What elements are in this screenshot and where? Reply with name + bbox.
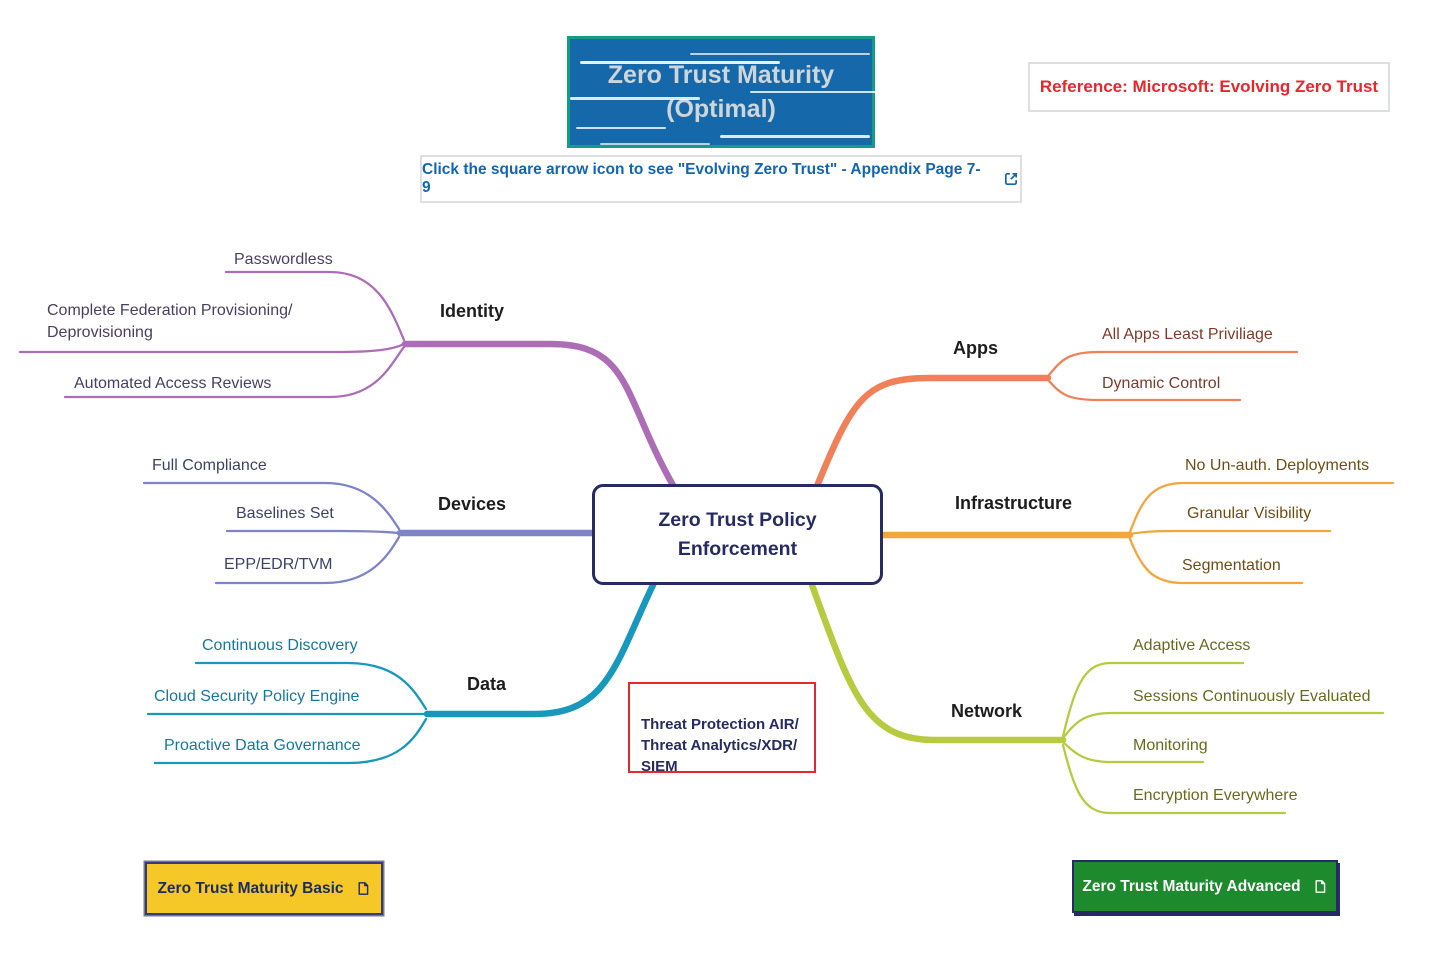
node-segmentation[interactable]: Segmentation [1182,557,1281,574]
threat-protection-text: Threat Protection AIR/ Threat Analytics/… [641,716,799,775]
node-continuous-discovery[interactable]: Continuous Discovery [202,637,358,654]
node-no-unauth-deployments[interactable]: No Un-auth. Deployments [1185,457,1370,474]
appendix-callout-text: Click the square arrow icon to see "Evol… [422,161,981,196]
identity-trunk-line [401,340,678,491]
node-epp-edr-tvm[interactable]: EPP/EDR/TVM [224,556,333,573]
identity-item-line [18,342,406,354]
node-passwordless[interactable]: Passwordless [234,251,333,268]
page-icon [358,882,368,895]
scribble-decoration [600,143,710,145]
scribble-decoration [720,135,870,138]
network-item-line [1061,711,1385,740]
branch-label-identity[interactable]: Identity [440,301,505,321]
node-complete-federation[interactable]: Complete Federation Provisioning/ Deprov… [47,302,293,341]
node-monitoring[interactable]: Monitoring [1133,737,1208,754]
basic-button-label: Zero Trust Maturity Basic [157,879,344,897]
node-dynamic-control[interactable]: Dynamic Control [1102,375,1221,392]
advanced-button-label: Zero Trust Maturity Advanced [1082,877,1301,895]
infrastructure-item-line [1128,529,1332,536]
branch-label-data[interactable]: Data [467,674,507,694]
network-trunk-line [808,581,1067,744]
node-full-compliance[interactable]: Full Compliance [152,457,267,474]
appendix-callout: Click the square arrow icon to see "Evol… [420,155,1022,203]
zero-trust-maturity-advanced-button[interactable]: Zero Trust Maturity Advanced [1072,860,1338,913]
zero-trust-maturity-basic-button[interactable]: Zero Trust Maturity Basic [145,862,383,915]
threat-protection-note: Threat Protection AIR/ Threat Analytics/… [628,682,816,775]
reference-note: Reference: Microsoft: Evolving Zero Trus… [1028,62,1390,112]
node-granular-visibility[interactable]: Granular Visibility [1187,505,1312,522]
node-encryption-everywhere[interactable]: Encryption Everywhere [1133,787,1298,804]
node-sessions-continuously-evaluated[interactable]: Sessions Continuously Evaluated [1133,688,1371,705]
node-adaptive-access[interactable]: Adaptive Access [1133,637,1251,654]
node-all-apps-least-priviliage[interactable]: All Apps Least Priviliage [1102,326,1273,343]
page-icon [1315,880,1325,893]
node-cloud-security-policy-engine[interactable]: Cloud Security Policy Engine [154,688,360,705]
external-link-icon[interactable] [1002,170,1020,188]
reference-text: Reference: Microsoft: Evolving Zero Trus… [1039,77,1379,96]
node-baselines-set[interactable]: Baselines Set [236,505,334,522]
scribble-decoration [576,127,666,129]
node-automated-access-reviews[interactable]: Automated Access Reviews [74,375,272,392]
branch-label-network[interactable]: Network [951,701,1023,721]
branch-label-infrastructure[interactable]: Infrastructure [955,493,1073,513]
map-title-text: Zero Trust Maturity (Optimal) [607,60,835,124]
apps-trunk-line [813,374,1052,490]
scribble-decoration [690,53,870,55]
central-node[interactable]: Zero Trust Policy Enforcement [592,484,883,585]
devices-item-line [225,529,401,535]
apps-item-line [1047,350,1299,377]
branch-label-apps[interactable]: Apps [953,338,998,358]
node-proactive-data-governance[interactable]: Proactive Data Governance [164,737,361,754]
branch-label-devices[interactable]: Devices [438,494,507,514]
central-node-text: Zero Trust Policy Enforcement [658,509,817,560]
map-title: Zero Trust Maturity (Optimal) [567,36,878,148]
data-trunk-line [423,581,657,718]
